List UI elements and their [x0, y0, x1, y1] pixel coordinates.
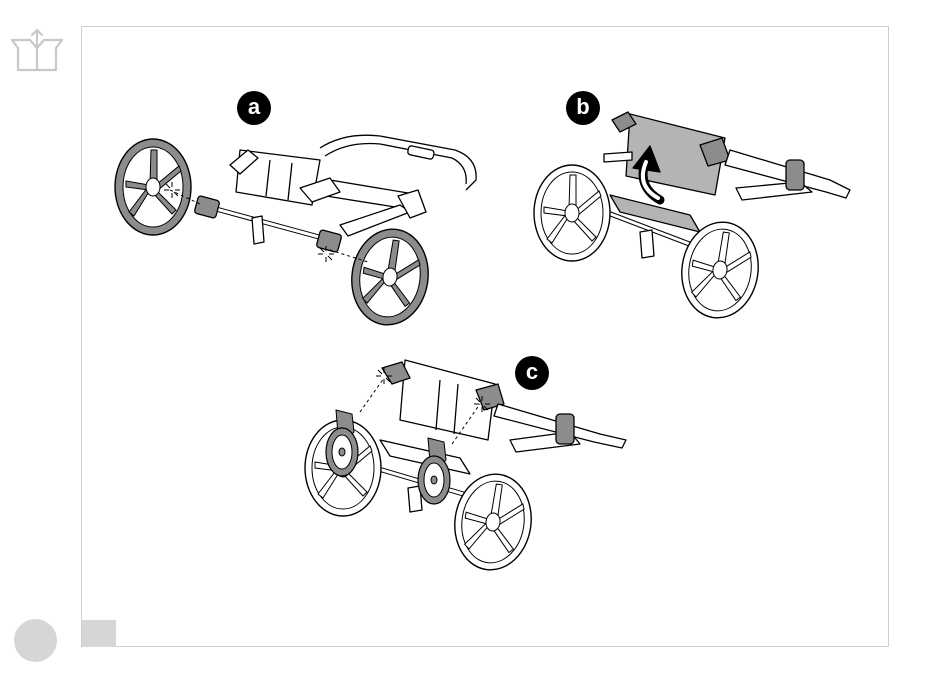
step-c-right-front-wheel: [418, 438, 450, 504]
step-a-right-wheel: [346, 224, 435, 330]
step-a-left-wheel: [115, 139, 191, 235]
step-c-badge: c: [515, 356, 549, 390]
step-b-right-wheel: [676, 217, 765, 323]
step-c-right-rear-wheel: [449, 469, 538, 575]
step-b-left-wheel: [534, 165, 610, 261]
step-b-badge: b: [566, 91, 600, 125]
page-number-circle: [14, 619, 57, 662]
page-tab-marker: [82, 620, 116, 647]
step-a-illustration: [194, 135, 476, 252]
step-a-badge: a: [237, 91, 271, 125]
step-c-left-front-wheel: [326, 410, 358, 476]
